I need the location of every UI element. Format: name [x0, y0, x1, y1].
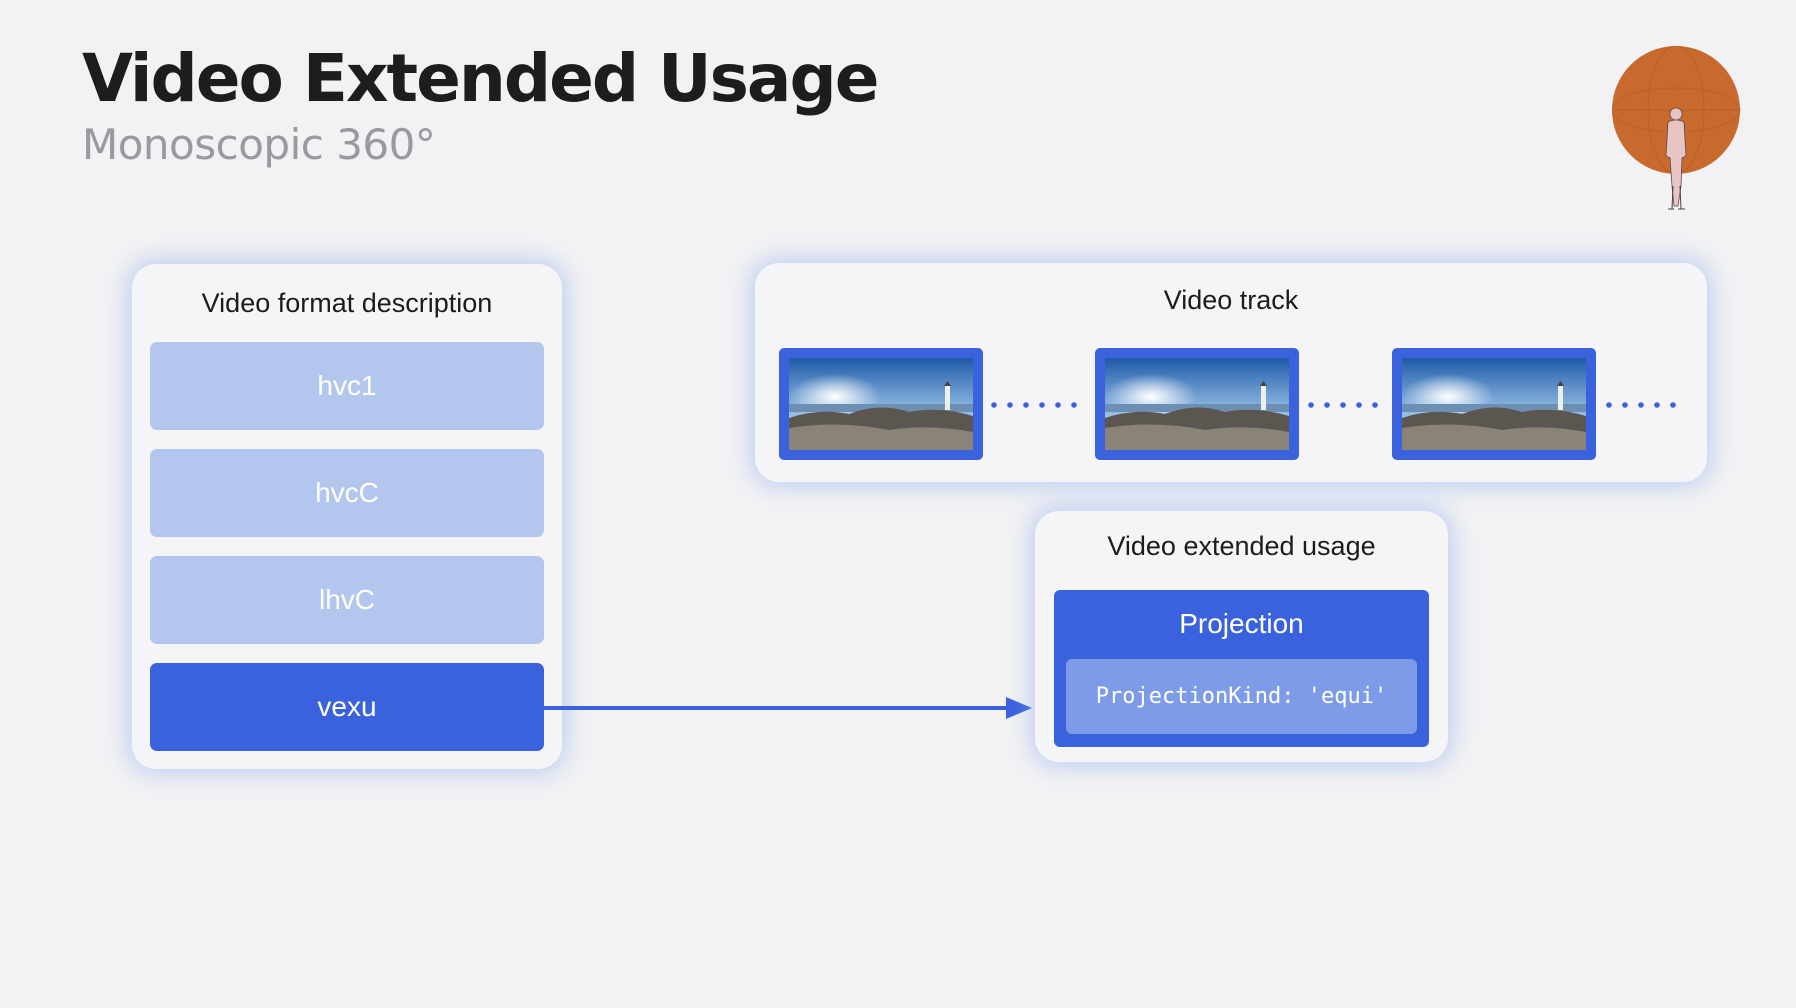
vexu-arrow [540, 697, 1032, 719]
panorama-thumbnail [1105, 358, 1289, 450]
format-description-title: Video format description [201, 288, 493, 318]
box-lhvC: lhvC [150, 556, 544, 644]
video-frame [779, 348, 983, 460]
panorama-thumbnail [789, 358, 973, 450]
page-subtitle: Monoscopic 360° [82, 120, 436, 169]
panorama-thumbnail [1402, 358, 1586, 450]
projection-box: Projection ProjectionKind: 'equi' [1054, 590, 1429, 747]
box-hvc1: hvc1 [150, 342, 544, 430]
page-title: Video Extended Usage [82, 40, 879, 117]
video-track-panel: Video track [755, 263, 1707, 482]
box-hvcC: hvcC [150, 449, 544, 537]
track-dots [1606, 402, 1676, 408]
track-dots [1308, 402, 1378, 408]
video-frame [1095, 348, 1299, 460]
video-frame [1392, 348, 1596, 460]
video-extended-usage-panel: Video extended usage Projection Projecti… [1035, 511, 1448, 762]
projection-label: Projection [1179, 608, 1304, 639]
globe-person-icon [1612, 46, 1741, 210]
video-track-title: Video track [1163, 285, 1299, 315]
box-vexu: vexu [150, 663, 544, 751]
extended-usage-title: Video extended usage [1107, 531, 1376, 561]
track-dots [991, 402, 1077, 408]
video-format-description-panel: Video format description hvc1 hvcC lhvC … [132, 264, 562, 769]
projection-kind: ProjectionKind: 'equi' [1066, 659, 1417, 734]
